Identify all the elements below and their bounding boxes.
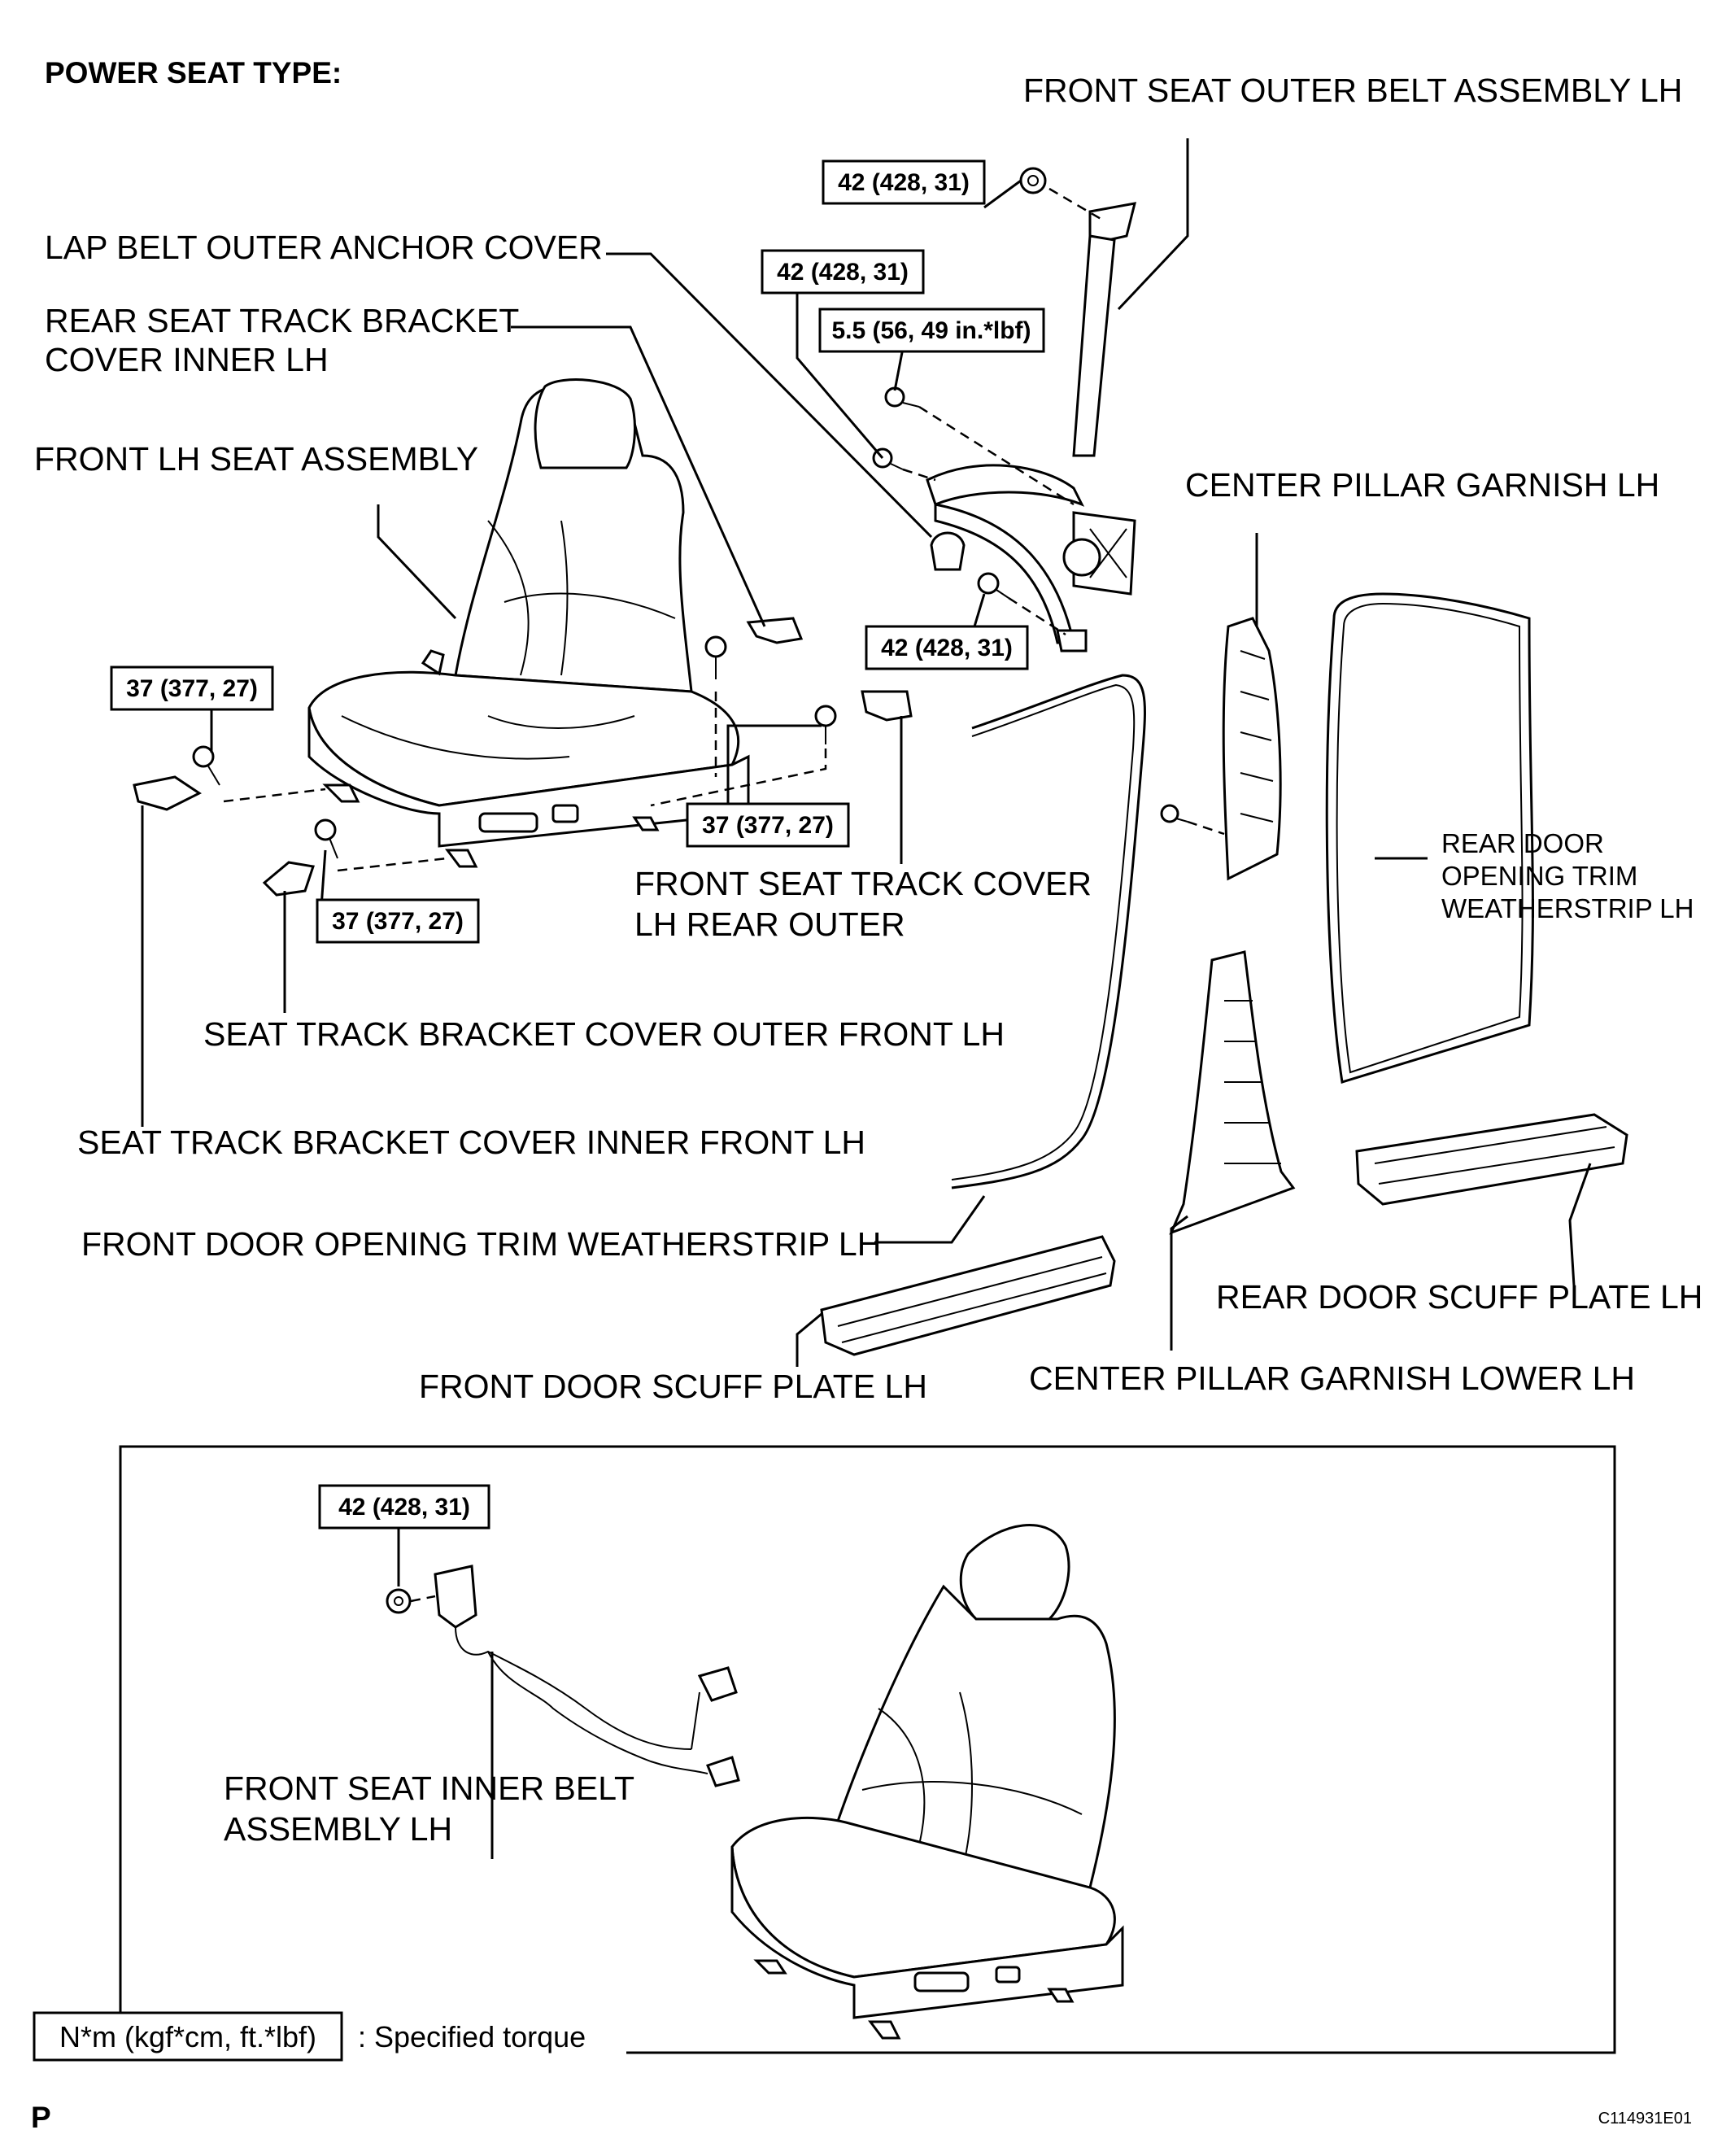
svg-text:42 (428, 31): 42 (428, 31) (881, 635, 1013, 661)
rear-door-scuff-plate-part (1355, 1113, 1628, 1206)
torque-box-belt-lower-left: 42 (428, 31) (761, 249, 925, 295)
label-rear-door-weatherstrip-1: REAR DOOR (1441, 828, 1604, 858)
front-seat-outer-belt-illustration (926, 202, 1137, 652)
lower-seat-illustration (730, 1524, 1124, 2040)
torque-box-seat-rear-right: 37 (377, 27) (686, 802, 850, 848)
torque-box-seat-front-lower: 37 (377, 27) (316, 898, 480, 944)
svg-text:37 (377, 27): 37 (377, 27) (702, 812, 834, 839)
torque-box-inner-belt: 42 (428, 31) (318, 1484, 490, 1530)
label-front-seat-inner-belt-1: FRONT SEAT INNER BELT (224, 1770, 634, 1807)
label-front-seat-track-cover-2: LH REAR OUTER (634, 906, 905, 943)
svg-text:42 (428, 31): 42 (428, 31) (777, 259, 909, 286)
front-seat-inner-belt-illustration (434, 1565, 740, 1787)
bolt-icon (314, 818, 338, 859)
bolt-icon (884, 386, 920, 408)
center-pillar-garnish-lower-illustration (1169, 950, 1296, 1235)
bolt-icon (704, 635, 727, 679)
seat-switch-small-icon (551, 804, 579, 823)
seat-switch-icon (478, 812, 538, 833)
svg-text:42 (428, 31): 42 (428, 31) (338, 1494, 470, 1521)
center-pillar-garnish-illustration (1222, 617, 1282, 881)
front-seat-track-cover-part (861, 690, 913, 722)
torque-box-belt-small-bolt: 5.5 (56, 49 in.*lbf) (818, 308, 1045, 353)
bolt-icon (814, 705, 837, 744)
bolt-icon (1160, 804, 1188, 823)
rear-door-weatherstrip-part (1325, 592, 1534, 1084)
label-seat-track-inner-front: SEAT TRACK BRACKET COVER INNER FRONT LH (77, 1124, 865, 1161)
torque-box-belt-retractor: 42 (428, 31) (865, 625, 1029, 670)
label-rear-door-scuff-plate: REAR DOOR SCUFF PLATE LH (1216, 1278, 1702, 1316)
rear-seat-track-bracket-part (746, 617, 804, 644)
label-center-pillar-garnish: CENTER PILLAR GARNISH LH (1185, 466, 1659, 504)
label-front-seat-inner-belt-2: ASSEMBLY LH (224, 1810, 452, 1848)
torque-legend-box: N*m (kgf*cm, ft.*lbf) (33, 2011, 343, 2062)
bolt-icon (977, 572, 1009, 599)
label-seat-track-outer-front: SEAT TRACK BRACKET COVER OUTER FRONT LH (203, 1015, 1005, 1053)
svg-text:37 (377, 27): 37 (377, 27) (332, 908, 464, 935)
svg-text:5.5 (56, 49 in.*lbf): 5.5 (56, 49 in.*lbf) (831, 317, 1031, 344)
label-rear-door-weatherstrip-2: OPENING TRIM (1441, 861, 1637, 891)
nut-icon (1019, 167, 1047, 194)
page-letter: P (31, 2101, 51, 2134)
label-rear-seat-track-bracket-2: COVER INNER LH (45, 341, 329, 378)
label-rear-door-weatherstrip-3: WEATHERSTRIP LH (1441, 893, 1694, 923)
inset-frame (119, 1445, 1616, 2054)
label-center-pillar-garnish-lower: CENTER PILLAR GARNISH LOWER LH (1029, 1360, 1635, 1397)
svg-text:37 (377, 27): 37 (377, 27) (126, 675, 258, 702)
seat-track-cover-outer-front-part (262, 861, 315, 897)
leader-lines (141, 138, 1592, 1367)
label-front-seat-outer-belt: FRONT SEAT OUTER BELT ASSEMBLY LH (1023, 72, 1682, 109)
label-rear-seat-track-bracket-1: REAR SEAT TRACK BRACKET (45, 302, 519, 339)
svg-text:N*m (kgf*cm, ft.*lbf): N*m (kgf*cm, ft.*lbf) (59, 2020, 316, 2053)
svg-text:42 (428, 31): 42 (428, 31) (838, 169, 970, 196)
front-door-weatherstrip-part (951, 674, 1146, 1189)
legend-description: : Specified torque (358, 2020, 586, 2053)
torque-box-belt-anchor-top: 42 (428, 31) (822, 159, 986, 205)
torque-box-seat-front-left: 37 (377, 27) (110, 666, 274, 711)
label-front-seat-track-cover-1: FRONT SEAT TRACK COVER (634, 865, 1092, 902)
diagram-title: POWER SEAT TYPE: (45, 56, 342, 89)
label-front-door-scuff-plate: FRONT DOOR SCUFF PLATE LH (419, 1368, 927, 1405)
front-door-scuff-plate-part (820, 1235, 1116, 1356)
label-front-lh-seat-assembly: FRONT LH SEAT ASSEMBLY (34, 440, 478, 478)
label-lap-belt-outer-anchor-cover: LAP BELT OUTER ANCHOR COVER (45, 229, 603, 266)
figure-code: C114931E01 (1598, 2110, 1692, 2128)
seat-track-cover-inner-front-part (133, 775, 202, 811)
nut-icon (386, 1588, 412, 1614)
label-front-door-weatherstrip: FRONT DOOR OPENING TRIM WEATHERSTRIP LH (81, 1225, 881, 1263)
bolt-icon (192, 745, 220, 786)
lap-belt-anchor-cover-part (930, 531, 966, 571)
